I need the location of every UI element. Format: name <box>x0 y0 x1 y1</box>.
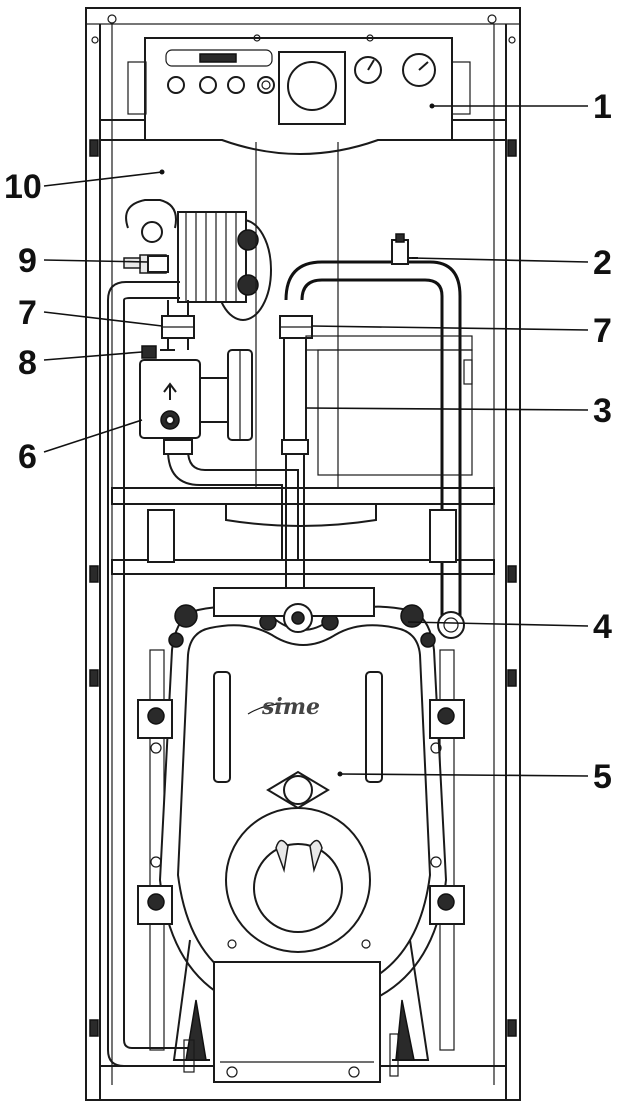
callout-7-right: 7 <box>593 312 612 350</box>
callout-10: 10 <box>4 168 42 206</box>
callout-9: 9 <box>18 242 37 280</box>
sime-brand-logo: sime <box>261 694 320 720</box>
callout-3: 3 <box>593 392 612 430</box>
plate-heat-exchanger <box>125 199 272 321</box>
callout-4: 4 <box>593 608 612 646</box>
pipework <box>107 233 465 1067</box>
callout-2: 2 <box>593 244 612 282</box>
callout-7-left: 7 <box>18 294 37 332</box>
callout-labels: 1 2 3 4 5 6 7 7 8 9 10 <box>4 88 612 796</box>
callout-5: 5 <box>593 758 612 796</box>
leader-lines <box>43 103 589 777</box>
control-panel <box>127 34 471 155</box>
internal-chassis <box>147 142 473 563</box>
boiler-body: sime <box>137 587 465 1083</box>
circulation-pump <box>139 345 253 441</box>
callout-8: 8 <box>18 344 37 382</box>
callout-6: 6 <box>18 438 37 476</box>
callout-1: 1 <box>593 88 612 126</box>
